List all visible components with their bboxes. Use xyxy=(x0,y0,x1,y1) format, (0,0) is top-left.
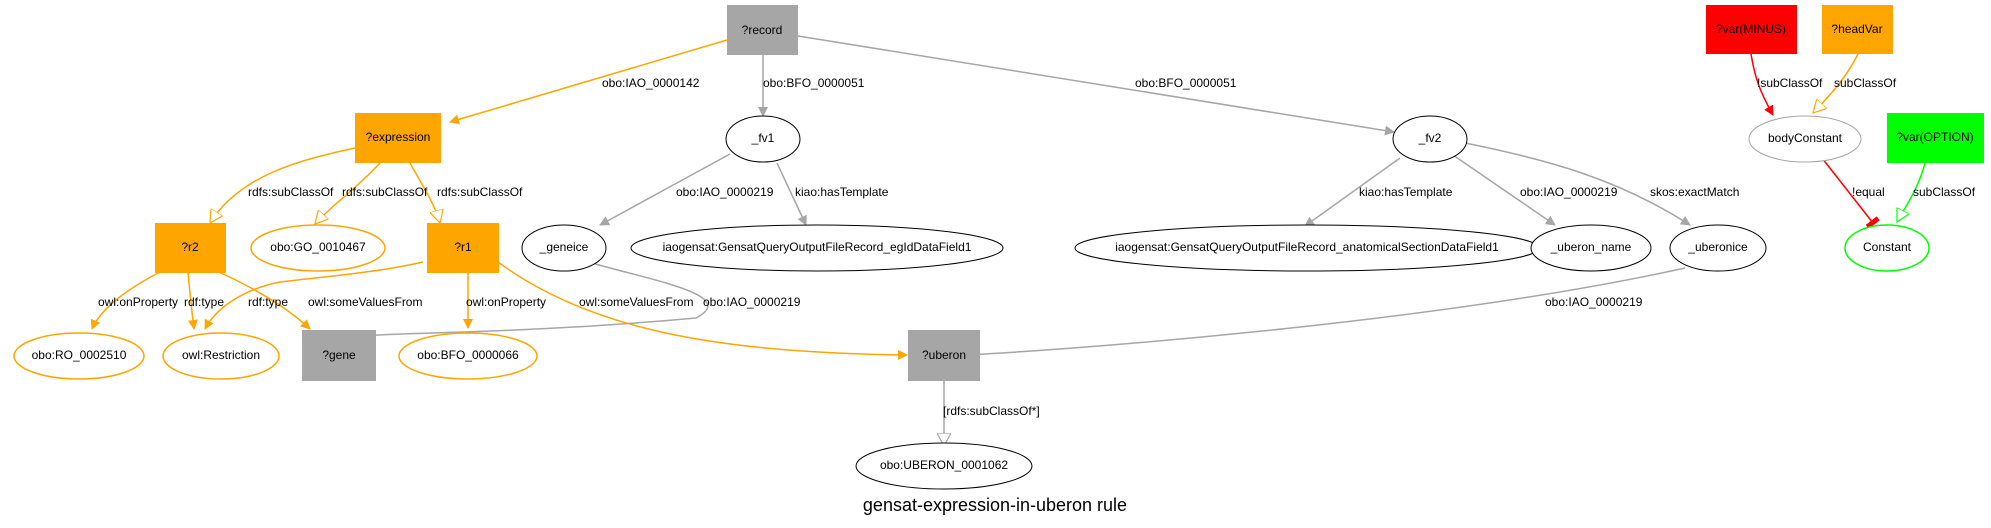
label-option-const: subClassOf xyxy=(1913,185,1976,199)
node-geneice: _geneice xyxy=(521,224,607,272)
label-head-body: subClassOf xyxy=(1834,76,1897,90)
diagram-title: gensat-expression-in-uberon rule xyxy=(863,495,1127,515)
svg-text:obo:RO_0002510: obo:RO_0002510 xyxy=(32,348,127,362)
edge-fv2-uname xyxy=(1452,154,1556,226)
edge-uice-uberon xyxy=(965,267,1686,360)
svg-text:?uberon: ?uberon xyxy=(922,348,966,362)
node-uberon1062: obo:UBERON_0001062 xyxy=(855,442,1033,490)
label-record-expression: obo:IAO_0000142 xyxy=(602,76,700,90)
node-uberon-name: _uberon_name xyxy=(1530,224,1652,272)
node-gene: ?gene xyxy=(302,330,376,381)
svg-text:obo:GO_0010467: obo:GO_0010467 xyxy=(270,240,366,254)
edge-body-const xyxy=(1821,157,1880,229)
edge-r1-restr xyxy=(204,261,424,330)
edge-option-const xyxy=(1896,162,1926,222)
edges xyxy=(90,35,1926,446)
svg-text:iaogensat:GensatQueryOutputFil: iaogensat:GensatQueryOutputFileRecord_eg… xyxy=(663,240,972,254)
node-constant: Constant xyxy=(1844,224,1930,272)
svg-text:?record: ?record xyxy=(742,23,783,37)
node-go: obo:GO_0010467 xyxy=(250,224,386,272)
node-record: ?record xyxy=(727,5,798,55)
svg-text:obo:UBERON_0001062: obo:UBERON_0001062 xyxy=(880,458,1008,472)
svg-text:owl:Restriction: owl:Restriction xyxy=(182,348,260,362)
node-restriction: owl:Restriction xyxy=(162,332,280,380)
label-r2-gene: owl:someValuesFrom xyxy=(308,295,422,309)
label-fv1-egid: kiao:hasTemplate xyxy=(795,185,889,199)
node-varminus: ?var(MINUS) xyxy=(1706,5,1797,54)
node-ro: obo:RO_0002510 xyxy=(13,332,145,380)
node-anat: iaogensat:GensatQueryOutputFileRecord_an… xyxy=(1074,224,1540,272)
svg-text:_fv2: _fv2 xyxy=(1418,131,1442,145)
label-r2-ro: owl:onProperty xyxy=(98,295,178,309)
label-fv2-uname: obo:IAO_0000219 xyxy=(1520,185,1618,199)
edge-r1-uberon xyxy=(497,261,908,360)
svg-text:_uberon_name: _uberon_name xyxy=(1550,240,1632,254)
svg-text:_fv1: _fv1 xyxy=(751,131,775,145)
label-expr-go: rdfs:subClassOf xyxy=(342,185,428,199)
node-egid: iaogensat:GensatQueryOutputFileRecord_eg… xyxy=(630,224,1004,272)
node-headvar: ?headVar xyxy=(1822,5,1893,54)
edge-fv1-egid xyxy=(776,162,807,226)
svg-text:?expression: ?expression xyxy=(366,130,431,144)
label-r2-restr: rdf:type xyxy=(184,295,224,309)
node-r2: ?r2 xyxy=(155,223,226,273)
edge-expr-r1 xyxy=(409,162,440,223)
svg-text:?var(OPTION): ?var(OPTION) xyxy=(1896,130,1973,144)
svg-text:?headVar: ?headVar xyxy=(1831,22,1882,36)
svg-text:_geneice: _geneice xyxy=(539,240,589,254)
label-record-fv1: obo:BFO_0000051 xyxy=(763,76,865,90)
svg-text:?var(MINUS): ?var(MINUS) xyxy=(1716,22,1786,36)
node-bfo66: obo:BFO_0000066 xyxy=(398,332,538,380)
label-expr-r1: rdfs:subClassOf xyxy=(437,185,523,199)
label-body-const: !equal xyxy=(1852,185,1885,199)
edge-expr-go xyxy=(315,162,381,224)
label-record-fv2: obo:BFO_0000051 xyxy=(1135,76,1237,90)
node-varoption: ?var(OPTION) xyxy=(1887,113,1984,163)
svg-text:obo:BFO_0000066: obo:BFO_0000066 xyxy=(417,348,519,362)
label-fv1-geneice: obo:IAO_0000219 xyxy=(676,185,774,199)
edge-r2-gene xyxy=(209,267,311,330)
svg-text:_uberonice: _uberonice xyxy=(1687,240,1748,254)
edge-geneice-gene xyxy=(343,262,709,342)
node-r1: ?r1 xyxy=(427,223,499,273)
svg-text:?gene: ?gene xyxy=(322,348,356,362)
label-r1-restr: rdf:type xyxy=(248,295,288,309)
edge-fv1-geneice xyxy=(599,153,731,226)
edge-fv2-uice xyxy=(1464,142,1691,226)
label-fv2-anat: kiao:hasTemplate xyxy=(1359,185,1453,199)
edge-r2-ro xyxy=(90,271,161,330)
label-uberon-1062: [rdfs:subClassOf*] xyxy=(943,404,1040,418)
edge-record-expression xyxy=(449,39,728,125)
label-uice-uberon: obo:IAO_0000219 xyxy=(1545,295,1643,309)
label-r1-bfo: owl:onProperty xyxy=(466,295,546,309)
svg-text:bodyConstant: bodyConstant xyxy=(1768,131,1843,145)
label-minus-body: !subClassOf xyxy=(1757,76,1823,90)
edge-head-body xyxy=(1813,53,1859,113)
edge-fv2-anat xyxy=(1304,157,1401,227)
edge-minus-body xyxy=(1750,53,1774,116)
label-fv2-uice: skos:exactMatch xyxy=(1650,185,1739,199)
edge-labels: obo:IAO_0000142 obo:BFO_0000051 obo:BFO_… xyxy=(98,76,1976,418)
node-fv1: _fv1 xyxy=(725,115,801,163)
edge-r2-restr xyxy=(187,271,198,330)
node-uberon: ?uberon xyxy=(908,330,980,381)
label-geneice-gene: obo:IAO_0000219 xyxy=(703,295,801,309)
label-r1-uberon: owl:someValuesFrom xyxy=(579,295,693,309)
edge-record-fv2 xyxy=(797,35,1395,136)
edge-expr-r2 xyxy=(210,147,356,223)
svg-text:?r2: ?r2 xyxy=(181,240,199,254)
node-uberonice: _uberonice xyxy=(1669,224,1767,272)
svg-text:?r1: ?r1 xyxy=(454,240,472,254)
label-expr-r2: rdfs:subClassOf xyxy=(248,185,334,199)
node-bodyconstant: bodyConstant xyxy=(1748,115,1862,163)
svg-text:Constant: Constant xyxy=(1863,240,1912,254)
svg-text:iaogensat:GensatQueryOutputFil: iaogensat:GensatQueryOutputFileRecord_an… xyxy=(1115,240,1499,254)
nodes: ?record ?gene ?uberon ?expression ?r2 ?r… xyxy=(13,5,1984,490)
node-fv2: _fv2 xyxy=(1392,115,1468,163)
node-expression: ?expression xyxy=(355,113,441,163)
